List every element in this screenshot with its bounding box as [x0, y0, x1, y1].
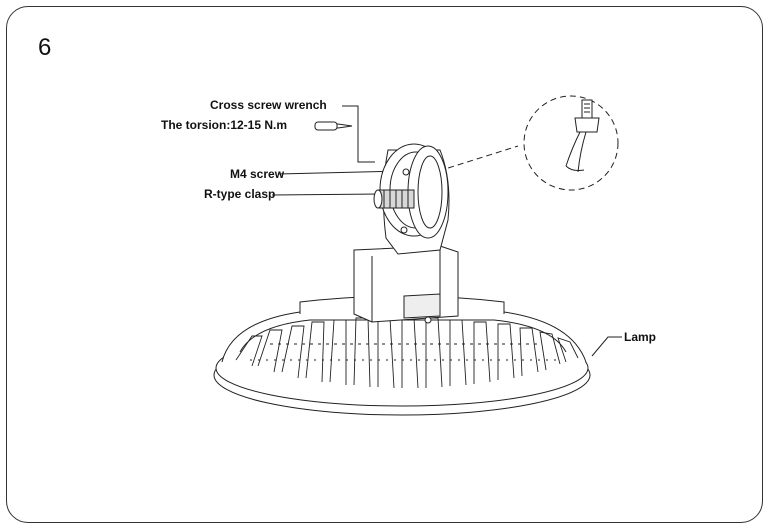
- wrench-icon: [314, 121, 353, 131]
- label-torsion: The torsion:12-15 N.m: [161, 118, 288, 132]
- label-r-type-clasp: R-type clasp: [204, 187, 276, 201]
- label-wrench: Cross screw wrench: [210, 98, 327, 112]
- diagram-frame: [6, 6, 763, 523]
- detail-circle: [523, 95, 619, 191]
- label-m4-screw: M4 screw: [230, 167, 285, 181]
- label-lamp: Lamp: [624, 330, 657, 344]
- step-number: 6: [38, 34, 52, 61]
- wire-connector-icon: [565, 99, 600, 173]
